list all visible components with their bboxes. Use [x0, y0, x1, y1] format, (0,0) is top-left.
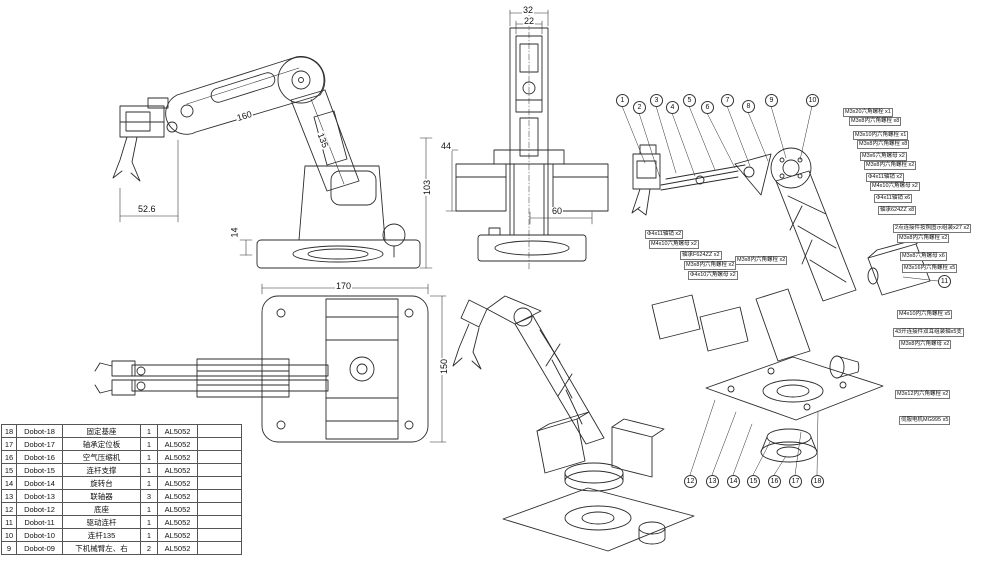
balloon-8: 8 [742, 100, 755, 113]
dim-side-height: 103 [422, 178, 433, 197]
balloon-11: 11 [938, 275, 951, 288]
callout-right-14: M3x16内六角螺栓 x5 [902, 264, 958, 273]
balloon-10: 10 [806, 94, 819, 107]
top-dimension-lines [261, 283, 447, 443]
balloon-2: 2 [633, 101, 646, 114]
callout-right-16: 43开连接件双耳组装轴x5支 [893, 328, 964, 337]
top-view [94, 295, 429, 443]
callout-right-12: M3x8内六角螺栓 x2 [897, 234, 950, 243]
callout-right-10: 轴承624ZZ x8 [878, 206, 917, 215]
callout-right-19: 伺服电机MG995 x5 [899, 416, 951, 425]
side-view [112, 56, 421, 269]
callout-right-13: M3x8六角螺母 x6 [900, 252, 947, 261]
balloon-18: 18 [811, 475, 824, 488]
balloon-leaders [621, 105, 939, 476]
callout-left-3: 轴承F624ZZ x2 [680, 251, 722, 260]
side-dimension-lines [119, 67, 433, 269]
callout-right-5: M3x6六角螺母 x2 [860, 152, 907, 161]
balloon-5: 5 [683, 94, 696, 107]
assembled-isometric-view [452, 295, 695, 552]
balloon-7: 7 [721, 94, 734, 107]
balloon-1: 1 [616, 94, 629, 107]
callout-right-18: M3x12内六角螺栓 x2 [895, 390, 951, 399]
balloon-9: 9 [765, 94, 778, 107]
callout-right-3: M3x10内六角螺栓 x1 [853, 131, 909, 140]
callout-right-17: M3x8内六角螺母 x2 [899, 340, 952, 349]
balloon-6: 6 [701, 101, 714, 114]
callout-right-11: 2点连接件按照图示组装x27 x2 [893, 224, 972, 233]
dim-side-gripper: 52.6 [137, 204, 157, 214]
balloon-12: 12 [684, 475, 697, 488]
callout-right-7: Φ4x11轴销 x2 [866, 173, 905, 182]
balloon-17: 17 [789, 475, 802, 488]
callout-right-1: M3x20六角螺栓 x1 [843, 108, 893, 117]
dim-front-outer: 32 [522, 5, 535, 15]
exploded-isometric-view [631, 144, 931, 463]
balloon-3: 3 [650, 94, 663, 107]
dim-top-depth: 150 [439, 357, 450, 376]
callout-right-4: M3x8内六角螺栓 x8 [857, 140, 910, 149]
callout-left-6: M3x8内六角螺栓 x2 [735, 256, 788, 265]
dim-front-base: 60 [551, 206, 564, 216]
balloon-13: 13 [706, 475, 719, 488]
dim-front-height: 44 [440, 141, 453, 151]
callout-left-4: M3x8内六角螺栓 x2 [684, 261, 737, 270]
callout-right-8: M4x10六角螺母 x2 [870, 182, 920, 191]
dim-front-inner: 22 [523, 16, 536, 26]
balloon-16: 16 [768, 475, 781, 488]
callout-right-15: M4x10内六角螺栓 x5 [897, 310, 953, 319]
callout-left-2: M4x10六角螺母 x2 [649, 240, 699, 249]
callout-right-6: M3x8内六角螺栓 x2 [864, 161, 917, 170]
front-view [455, 9, 609, 271]
balloon-4: 4 [666, 101, 679, 114]
front-dimension-lines [445, 9, 593, 225]
callout-left-1: Φ4x11轴销 x2 [645, 230, 684, 239]
balloon-14: 14 [727, 475, 740, 488]
balloon-15: 15 [747, 475, 760, 488]
dim-side-plate: 14 [229, 226, 240, 239]
callout-left-5: Φ4x10六角螺母 x2 [688, 271, 738, 280]
callout-right-9: Φ4x11轴销 x6 [874, 194, 913, 203]
dim-top-width: 170 [335, 281, 353, 291]
callout-right-2: M3x8内六角螺栓 x8 [849, 117, 902, 126]
